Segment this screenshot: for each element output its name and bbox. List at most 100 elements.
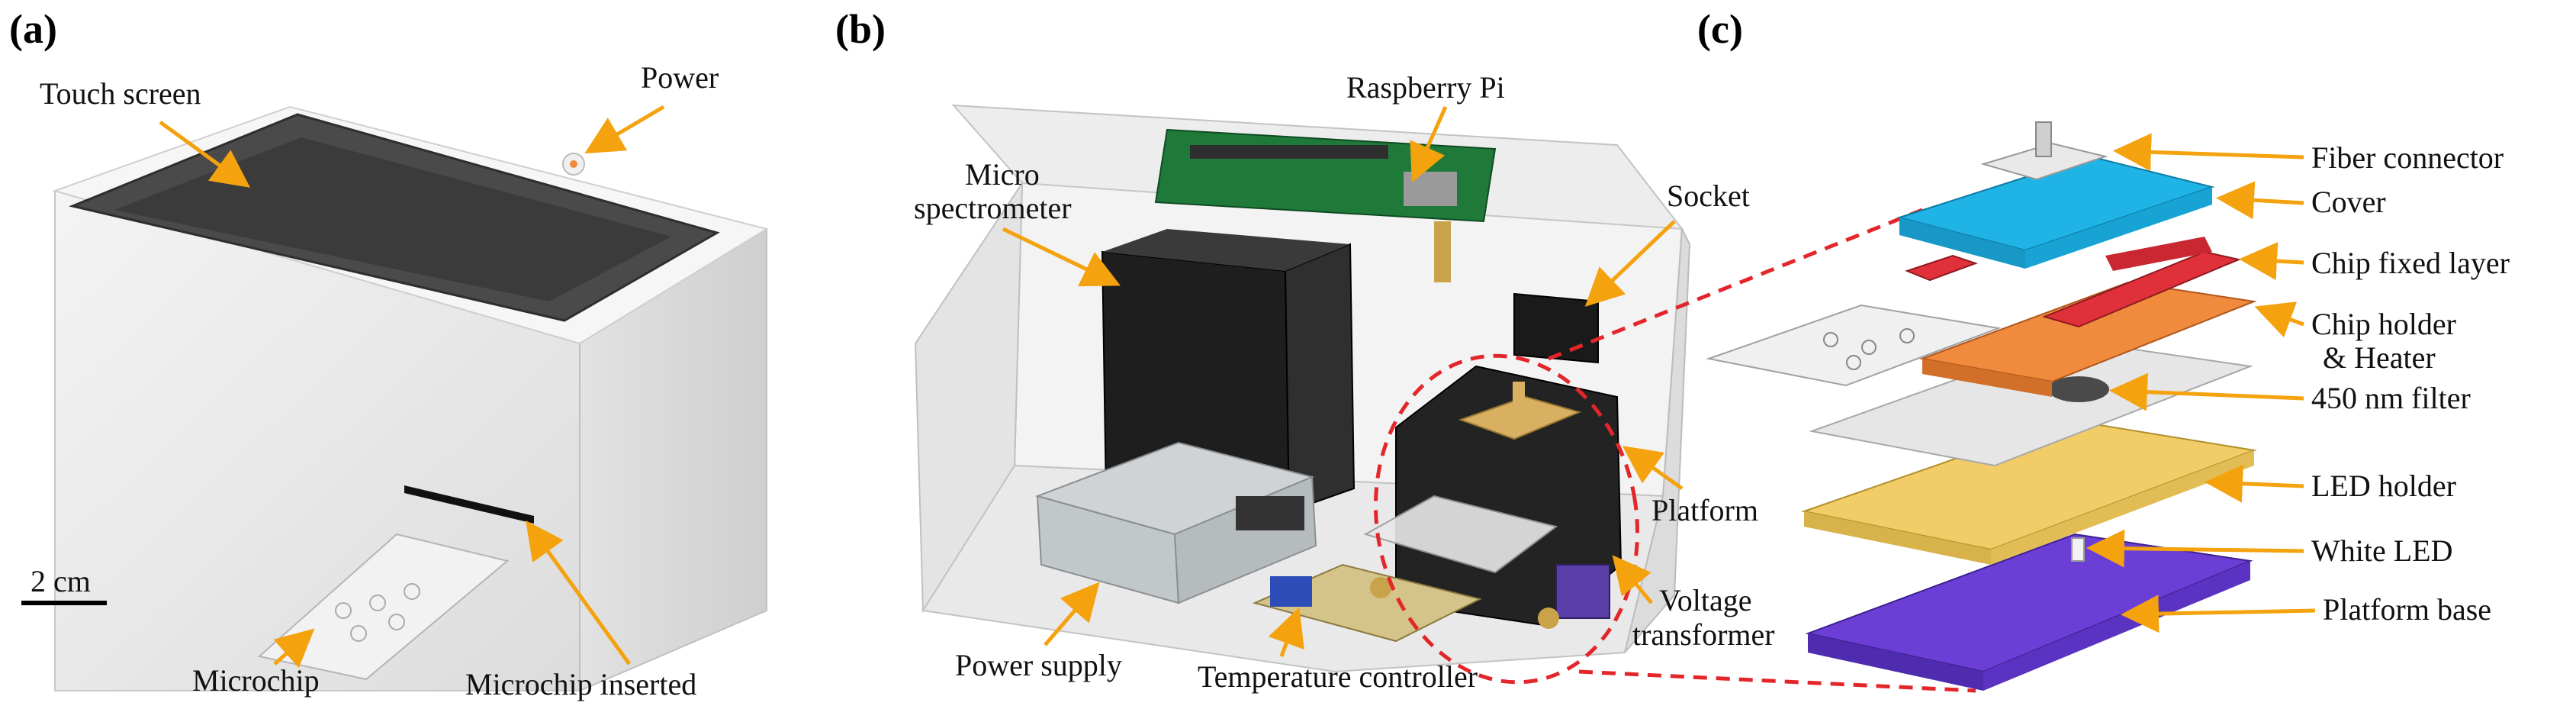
chip-holder-front (1922, 359, 2052, 397)
power-supply-unit (1034, 441, 1317, 604)
arrow-led-holder (2205, 464, 2304, 503)
layer-chip-fixed (1905, 237, 2242, 328)
platform-base-side (1983, 561, 2250, 691)
arrow-450-filter (2109, 372, 2304, 411)
socket-body (1513, 292, 1599, 364)
microchip-well (369, 595, 386, 611)
enclosure-right-wall (1624, 226, 1691, 653)
filter-window (2048, 376, 2109, 402)
label-temperature-controller: Temperature controller (1198, 659, 1478, 694)
arrow-microchip (273, 628, 315, 669)
microchip-slide (1706, 304, 2002, 387)
arrow-temperature-controller (1268, 607, 1304, 657)
arrow-chip-fixed-layer (2239, 242, 2304, 281)
chip-fixed-bar-right (2041, 250, 2242, 328)
cover-front (1899, 218, 2025, 269)
raspberry-pi-gpio (1190, 145, 1388, 159)
spectrometer-side (1284, 243, 1356, 513)
voltage-transformer-cap (1538, 608, 1559, 629)
label-chip-fixed-layer: Chip fixed layer (2311, 246, 2510, 280)
platform-base-front (1808, 633, 1983, 691)
label-socket: Socket (1667, 179, 1750, 213)
microchip-well (1861, 340, 1877, 355)
panel-c-letter: (c) (1697, 6, 1743, 52)
panel-a: (a) 2 cm Touch screen (9, 6, 769, 701)
microchip-slot (404, 485, 534, 524)
label-voltage-transformer-1: Voltage (1659, 583, 1751, 617)
platform-fiber-post (1513, 382, 1525, 414)
label-450-filter: 450 nm filter (2311, 381, 2471, 415)
microchip-plate (257, 533, 510, 681)
led-holder-front (1804, 511, 1991, 565)
label-chip-holder-2: & Heater (2323, 340, 2436, 375)
label-touch-screen: Touch screen (40, 76, 201, 111)
label-microchip: Microchip (192, 663, 320, 698)
arrow-socket (1584, 220, 1676, 307)
spectrometer-top (1102, 229, 1350, 271)
raspberry-pi-port (1404, 172, 1457, 206)
platform-assembly (1363, 365, 1622, 627)
arrow-microchip-inserted (526, 520, 632, 666)
label-led-holder: LED holder (2311, 469, 2456, 503)
socket-part (1513, 292, 1599, 364)
label-white-led: White LED (2311, 533, 2453, 568)
power-button-led (570, 160, 577, 168)
arrow-micro-spectrometer (1002, 227, 1121, 287)
voltage-transformer-board (1538, 564, 1610, 629)
arrow-raspberry-pi (1410, 105, 1448, 183)
label-power: Power (641, 60, 719, 95)
microchip-well (404, 583, 420, 600)
fiber-connector-post (2035, 121, 2052, 157)
arrow-cover (2216, 181, 2304, 220)
label-micro-spectrometer-1: Micro (965, 157, 1040, 192)
platform-gold-plate (1458, 395, 1582, 440)
microchip-well (1823, 332, 1838, 347)
scale-bar: 2 cm (21, 564, 107, 605)
temperature-controller-board (1252, 563, 1482, 643)
white-led-part (2071, 537, 2085, 562)
dashed-highlight-ellipse (1373, 353, 1640, 685)
label-micro-spectrometer-2: spectrometer (914, 191, 1072, 225)
fiber-connector-part (1980, 121, 2108, 181)
power-supply-terminal (1236, 496, 1304, 530)
voltage-transformer-pcb (1555, 564, 1610, 619)
chip-fixed-bar-left (1905, 254, 1979, 282)
label-raspberry-pi: Raspberry Pi (1346, 70, 1505, 105)
panel-c: (c) (1697, 6, 2510, 691)
microchip-part (257, 533, 510, 681)
platform-chip (1363, 495, 1558, 574)
arrow-white-led (2086, 529, 2304, 568)
arrow-voltage-transformer (1612, 555, 1653, 604)
label-cover: Cover (2311, 185, 2386, 219)
panel-b: (b) (835, 6, 1775, 694)
microchip-well (350, 625, 367, 642)
label-fiber-connector: Fiber connector (2311, 140, 2504, 175)
layer-platform-base (1805, 533, 2253, 691)
chip-fixed-bar-back (2105, 237, 2212, 271)
label-power-supply: Power supply (955, 648, 1122, 682)
scale-bar-label: 2 cm (31, 564, 91, 598)
arrow-power-supply (1044, 582, 1100, 646)
label-voltage-transformer-2: transformer (1632, 617, 1775, 652)
temperature-controller-terminal (1270, 576, 1312, 607)
fiber-connector-plate (1980, 142, 2108, 181)
microchip-well (388, 614, 405, 630)
arrow-fiber-connector (2113, 133, 2304, 172)
microchip-well (335, 602, 352, 619)
temperature-controller-cap (1370, 577, 1391, 598)
device-enclosure (52, 105, 769, 692)
layer-cover (1896, 155, 2215, 269)
layer-chip-holder (1706, 281, 2257, 397)
cover-side (2025, 187, 2212, 269)
panel-a-letter: (a) (9, 6, 57, 52)
microchip-well (1899, 328, 1915, 343)
panel-b-letter: (b) (835, 6, 886, 52)
label-platform-base: Platform base (2323, 592, 2491, 627)
microchip-well (1846, 355, 1861, 370)
arrow-chip-holder (2254, 301, 2304, 338)
touch-screen-glass (114, 137, 671, 301)
label-chip-holder-1: Chip holder (2311, 307, 2456, 341)
arrow-platform (1622, 446, 1684, 491)
arrow-platform-base (2121, 595, 2316, 633)
